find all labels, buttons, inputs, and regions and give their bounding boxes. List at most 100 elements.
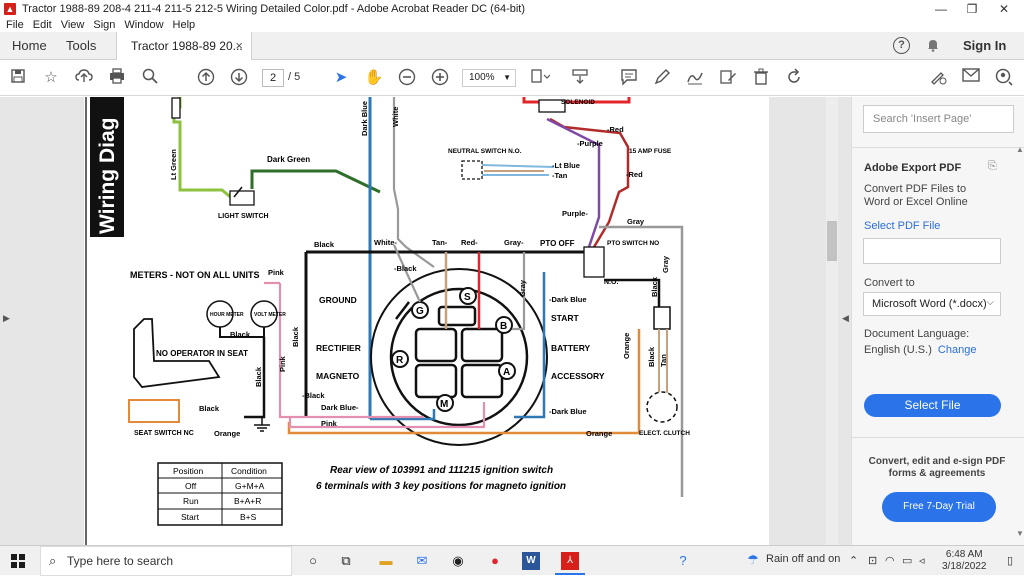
page-number-input[interactable]: 2 [262, 69, 284, 87]
tab-tools[interactable]: Tools [66, 38, 97, 53]
rectifier-label: RECTIFIER [316, 343, 361, 353]
volume-icon[interactable]: ◃ [919, 555, 925, 567]
task-view-icon[interactable]: ⧉ [341, 553, 351, 568]
accessory-label: ACCESSORY [551, 371, 605, 381]
menu-edit[interactable]: Edit [32, 19, 52, 31]
light-switch-label: LIGHT SWITCH [218, 213, 269, 220]
no-operator-label: NO OPERATOR IN SEAT [156, 349, 248, 358]
scrollbar-thumb[interactable] [827, 221, 837, 261]
wire-label-gray-mid: Gray- [504, 238, 524, 247]
highlight-pen-icon[interactable] [652, 68, 672, 88]
ground-label: GROUND [319, 295, 357, 305]
zoom-in-icon[interactable] [430, 68, 450, 88]
wire-label-red-top: -Red [607, 125, 624, 134]
wire-label-lt-green: Lt Green [169, 149, 178, 180]
weather-text[interactable]: Rain off and on [766, 553, 841, 565]
notifications-icon[interactable]: ▯ [1007, 555, 1014, 567]
maximize-button[interactable]: ❐ [966, 2, 978, 16]
convert-format-select[interactable]: Microsoft Word (*.docx) ⌵ [863, 292, 1001, 316]
select-pdf-link[interactable]: Select PDF File [864, 220, 941, 232]
app-icon[interactable]: ◉ [452, 553, 464, 568]
email-icon[interactable] [961, 68, 981, 88]
edit-pdf-icon[interactable] [718, 68, 738, 88]
minimize-button[interactable]: — [935, 2, 947, 16]
wire-label-pink-top: Pink [268, 268, 285, 277]
change-language-link[interactable]: Change [937, 344, 977, 356]
magneto-label: MAGNETO [316, 371, 360, 381]
seat-switch-label: SEAT SWITCH NC [134, 430, 194, 437]
bookmark-star-icon[interactable]: ☆ [44, 69, 58, 86]
help-icon[interactable]: ? [893, 37, 910, 54]
wire-label-black-seat: Black [199, 404, 220, 413]
acrobat-taskbar-icon[interactable]: ⅄ [561, 552, 579, 570]
rotate-icon[interactable] [784, 68, 804, 88]
menu-file[interactable]: File [6, 19, 24, 31]
file-explorer-icon[interactable]: ▬ [379, 553, 393, 568]
hand-tool-icon[interactable]: ✋ [364, 69, 384, 86]
document-scrollbar[interactable] [826, 97, 838, 545]
menu-sign[interactable]: Sign [93, 19, 116, 31]
clock-time: 6:48 AM [945, 549, 983, 560]
help-taskbar-icon[interactable]: ? [679, 553, 687, 568]
select-file-button[interactable]: Select File [864, 394, 1001, 417]
mail-icon[interactable]: ✉ [416, 553, 428, 568]
free-trial-button[interactable]: Free 7-Day Trial [882, 492, 996, 522]
export-pdf-description: Convert PDF Files to Word or Excel Onlin… [864, 183, 968, 208]
battery-icon[interactable]: ▭ [902, 555, 913, 567]
previous-page-icon[interactable] [196, 68, 216, 88]
cortana-icon[interactable]: ○ [309, 553, 317, 568]
wifi-icon[interactable]: ◠ [885, 555, 895, 567]
insert-page-search-input[interactable]: Search 'Insert Page' [863, 105, 1014, 133]
taskbar-search-placeholder: Type here to search [67, 554, 174, 568]
selected-pdf-field[interactable] [863, 238, 1001, 264]
share-user-icon[interactable] [994, 68, 1014, 88]
collapse-right-panel-icon[interactable]: ◀ [842, 313, 849, 323]
left-panel-toggle-icon[interactable]: ▶ [3, 313, 10, 323]
menu-help[interactable]: Help [172, 19, 196, 31]
fill-sign-icon[interactable] [928, 68, 948, 88]
scroll-up-icon[interactable]: ▲ [1016, 145, 1024, 154]
tab-document[interactable]: Tractor 1988-89 20... × [116, 32, 252, 60]
pin-icon[interactable]: ⎘ [988, 160, 997, 172]
select-cursor-icon[interactable]: ➤ [334, 69, 348, 86]
wire-label-dark-blue-r2: -Dark Blue [549, 407, 587, 416]
clock[interactable]: 6:48 AM 3/18/2022 [942, 549, 987, 573]
menu-bar: File Edit View Sign Window Help [0, 18, 1024, 32]
chevron-down-icon: ▼ [503, 73, 511, 82]
scroll-mode-icon[interactable] [570, 68, 590, 88]
weather-umbrella-icon[interactable]: ☂ [747, 552, 759, 567]
next-page-icon[interactable] [229, 68, 249, 88]
notification-bell-icon[interactable] [926, 38, 940, 52]
promo-text: Convert, edit and e-sign PDF forms & agr… [868, 456, 1006, 479]
taskbar-search-input[interactable]: ⌕ Type here to search [40, 546, 292, 576]
side-title: Wiring Diag [96, 118, 119, 234]
page-display-icon[interactable] [530, 68, 551, 88]
terminal-s: S [464, 292, 471, 303]
close-window-button[interactable]: ✕ [998, 2, 1010, 16]
tray-app-icon[interactable]: ⊡ [868, 555, 878, 567]
windows-start-icon[interactable] [11, 554, 25, 568]
zoom-out-icon[interactable] [397, 68, 417, 88]
word-icon[interactable]: W [522, 552, 540, 570]
chrome-icon[interactable]: ● [491, 553, 499, 568]
terminal-r: R [396, 355, 404, 366]
upload-cloud-icon[interactable] [74, 68, 94, 88]
close-tab-icon[interactable]: × [235, 38, 243, 53]
find-text-icon[interactable] [140, 68, 160, 88]
zoom-select[interactable]: 100% ▼ [462, 69, 516, 87]
draw-freehand-icon[interactable] [685, 68, 705, 88]
wire-label-black-r2: Black [647, 346, 656, 367]
language-value: English (U.S.) [864, 344, 932, 356]
print-icon[interactable] [107, 68, 127, 88]
tray-chevron-icon[interactable]: ⌃ [849, 555, 859, 567]
save-icon[interactable] [8, 68, 28, 88]
toolbar: ☆ 2 / 5 ➤ ✋ 100% ▼ [0, 60, 1024, 96]
tab-home[interactable]: Home [12, 38, 47, 53]
sign-in-link[interactable]: Sign In [963, 38, 1007, 53]
scroll-down-icon[interactable]: ▼ [1016, 529, 1024, 538]
menu-window[interactable]: Window [124, 19, 164, 31]
menu-view[interactable]: View [60, 19, 85, 31]
delete-trash-icon[interactable] [751, 68, 771, 88]
comment-icon[interactable] [619, 68, 639, 88]
right-panel-scrollbar[interactable]: ▲ ▼ [1014, 97, 1024, 545]
